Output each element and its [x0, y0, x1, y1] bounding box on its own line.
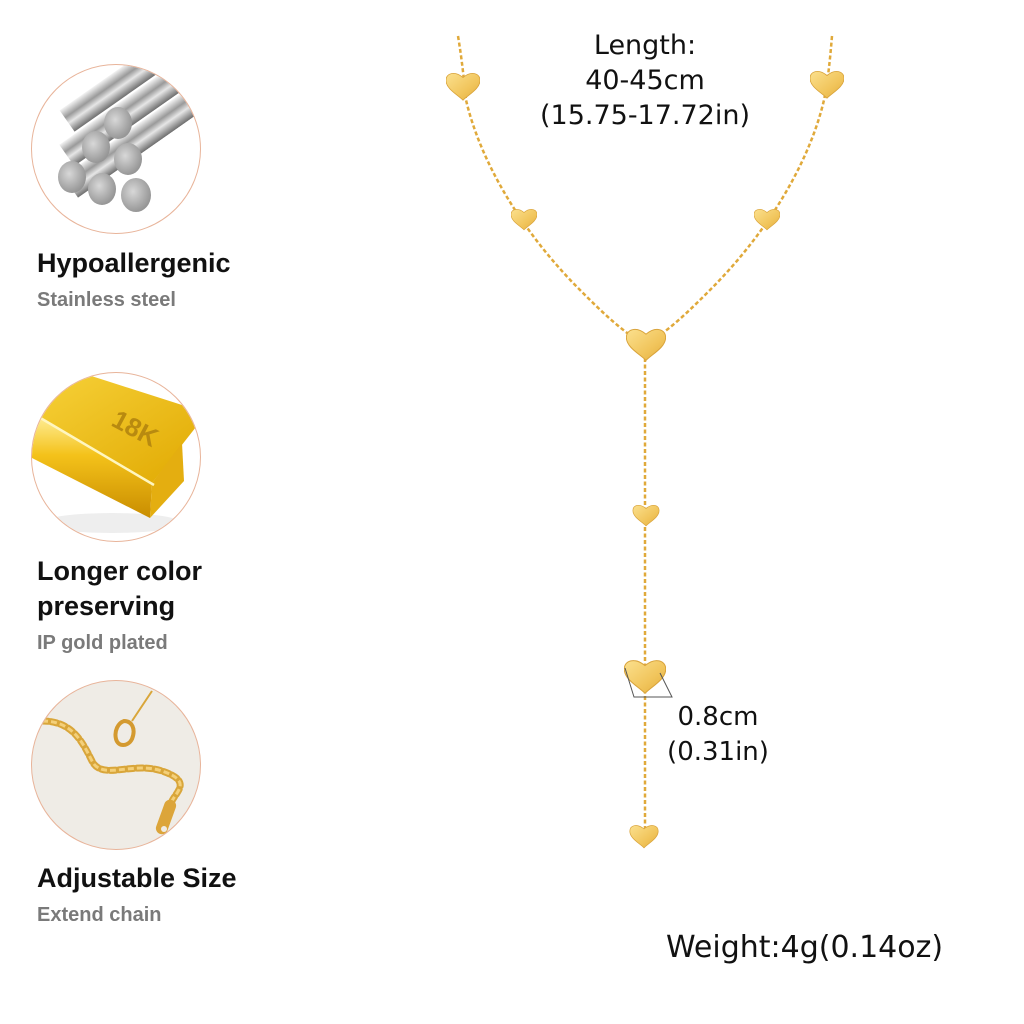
- extension-chain-icon: [38, 690, 184, 835]
- heart-charm: [626, 328, 666, 361]
- feature-subtitle: IP gold plated: [37, 632, 168, 654]
- heart-charm: [511, 209, 537, 231]
- length-spec: Length: 40-45cm (15.75-17.72in): [500, 28, 790, 133]
- feature-title-line1: Longer color: [37, 556, 203, 586]
- length-in: (15.75-17.72in): [539, 100, 750, 131]
- heart-size-indicator: [624, 667, 673, 698]
- heart-charm: [632, 504, 660, 527]
- length-label: Length:: [593, 30, 697, 61]
- length-cm: 40-45cm: [585, 65, 705, 96]
- gold-bar-icon: 18K: [32, 373, 200, 533]
- heart-charm: [446, 72, 480, 101]
- feature-subtitle: Stainless steel: [37, 289, 176, 311]
- heart-charm: [629, 825, 659, 849]
- heart-size-spec: 0.8cm (0.31in): [656, 700, 780, 770]
- feature-adjustable-size: Adjustable Size Extend chain: [31, 680, 297, 930]
- extension-chain-image: [31, 680, 201, 850]
- steel-rods-icon: [58, 65, 200, 212]
- weight-spec: Weight:4g(0.14oz): [666, 930, 944, 965]
- heart-charm: [754, 209, 780, 231]
- feature-title: Adjustable Size: [37, 863, 237, 893]
- feature-title-line2: preserving: [37, 591, 176, 621]
- feature-title: Hypoallergenic: [37, 248, 231, 278]
- heart-size-in: (0.31in): [667, 737, 769, 767]
- feature-hypoallergenic: Hypoallergenic Stainless steel: [31, 64, 297, 314]
- feature-color-preserving: 18K Longer color preserving IP gold plat…: [31, 372, 297, 662]
- heart-size-cm: 0.8cm: [677, 702, 759, 732]
- feature-subtitle: Extend chain: [37, 904, 162, 926]
- heart-charm: [624, 660, 666, 694]
- stainless-steel-image: [31, 64, 201, 234]
- heart-charm: [810, 70, 844, 99]
- gold-bar-image: 18K: [31, 372, 201, 542]
